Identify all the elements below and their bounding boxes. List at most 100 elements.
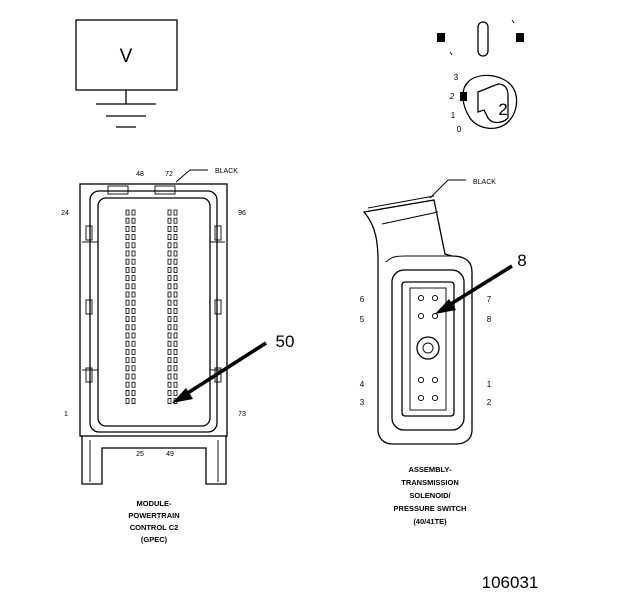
pin-cavity xyxy=(173,209,178,216)
figure-number: 106031 xyxy=(482,573,539,592)
pin-cavity xyxy=(125,332,130,339)
voltmeter-symbol: V xyxy=(75,19,178,128)
pin-cavity xyxy=(131,307,136,314)
color-label: BLACK xyxy=(215,168,238,175)
pin-cavity xyxy=(173,381,178,388)
pin-cavity xyxy=(431,294,439,302)
position-label: 1 xyxy=(451,111,456,120)
pin-cavity xyxy=(125,365,130,372)
pin-cavity xyxy=(125,209,130,216)
connector-tail xyxy=(81,436,227,485)
pin-cavity xyxy=(173,291,178,298)
position-label: 2 xyxy=(449,92,455,101)
pin-cavity xyxy=(167,340,172,347)
pcm-callout-number: 50 xyxy=(276,332,295,351)
pin-cavity xyxy=(125,316,130,323)
pin-cavity xyxy=(167,381,172,388)
pin-cavity xyxy=(167,266,172,273)
pin-cavity xyxy=(167,209,172,216)
pin-label: 1 xyxy=(64,411,68,418)
pin-cavity-array xyxy=(417,294,439,402)
pin-cavity xyxy=(173,250,178,257)
pin-cavity xyxy=(125,258,130,265)
solenoid-callout-number: 8 xyxy=(517,251,526,270)
terminal-block xyxy=(401,281,455,417)
pin-cavity xyxy=(173,275,178,282)
pin-cavity xyxy=(173,283,178,290)
pin-cavity xyxy=(167,357,172,364)
color-label: BLACK xyxy=(473,179,496,186)
pin-cavity xyxy=(167,324,172,331)
pin-label: 96 xyxy=(238,210,246,217)
caption-line: CONTROL C2 xyxy=(130,523,179,532)
terminal-right-icon xyxy=(516,33,524,42)
caption-line: (40/41TE) xyxy=(413,517,447,526)
pin-cavity xyxy=(125,217,130,224)
pin-cavity xyxy=(167,365,172,372)
pin-cavity xyxy=(167,217,172,224)
pin-cavity xyxy=(131,283,136,290)
pin-cavity xyxy=(125,348,130,355)
pin-cavity xyxy=(131,209,136,216)
pin-cavity xyxy=(431,394,439,402)
pin-cavity xyxy=(167,275,172,282)
pin-cavity xyxy=(125,389,130,396)
pin-cavity xyxy=(131,316,136,323)
caption-line: (GPEC) xyxy=(141,535,168,544)
pin-cavity xyxy=(131,324,136,331)
pcm-callout-arrow-icon xyxy=(172,341,267,403)
pin-cavity xyxy=(125,266,130,273)
pin-cavity xyxy=(167,242,172,249)
connector-inner xyxy=(97,197,211,427)
pin-cavity xyxy=(167,307,172,314)
pin-cavity xyxy=(131,299,136,306)
pin-cavity xyxy=(131,266,136,273)
pin-cavity xyxy=(173,225,178,232)
pin-cavity xyxy=(417,394,425,402)
pin-label: 25 xyxy=(136,451,144,458)
caption-line: TRANSMISSION xyxy=(401,478,459,487)
probe-selector: 3 2 1 0 2 xyxy=(437,19,524,134)
pin-cavity xyxy=(131,373,136,380)
pin-cavity xyxy=(173,340,178,347)
pin-cavity xyxy=(167,258,172,265)
selector-callout: 2 xyxy=(498,100,507,119)
pin-cavity xyxy=(167,373,172,380)
pin-label: 7 xyxy=(487,295,492,304)
pin-cavity xyxy=(131,365,136,372)
pin-cavity xyxy=(131,242,136,249)
pin-cavity xyxy=(417,294,425,302)
pin-cavity xyxy=(173,258,178,265)
pin-label: 73 xyxy=(238,411,246,418)
caption-line: ASSEMBLY- xyxy=(408,465,452,474)
pin-cavity xyxy=(131,225,136,232)
caption-line: SOLENOID/ xyxy=(409,491,451,500)
solenoid-callout-arrow-icon xyxy=(435,264,513,314)
pin-cavity xyxy=(131,398,136,405)
pin-label: 2 xyxy=(487,398,492,407)
pin-cavity xyxy=(131,234,136,241)
pin-cavity xyxy=(125,398,130,405)
pin-cavity xyxy=(167,389,172,396)
pin-cavity xyxy=(167,283,172,290)
pin-cavity xyxy=(167,348,172,355)
caption-line: POWERTRAIN xyxy=(128,511,179,520)
connector-frame xyxy=(89,190,218,433)
pin-cavity xyxy=(131,291,136,298)
pin-cavity xyxy=(125,250,130,257)
pin-label: 24 xyxy=(61,210,69,217)
color-leader xyxy=(175,169,208,183)
pin-cavity xyxy=(131,217,136,224)
pin-cavity xyxy=(131,357,136,364)
pin-label: 6 xyxy=(360,295,365,304)
pin-cavity xyxy=(173,324,178,331)
pin-cavity xyxy=(173,373,178,380)
connector-shell xyxy=(79,183,228,437)
pin-label: 4 xyxy=(360,380,365,389)
pin-cavity xyxy=(173,348,178,355)
pin-cavity xyxy=(431,376,439,384)
pin-cavity xyxy=(131,258,136,265)
pin-label: 49 xyxy=(166,451,174,458)
pin-cavity xyxy=(131,275,136,282)
